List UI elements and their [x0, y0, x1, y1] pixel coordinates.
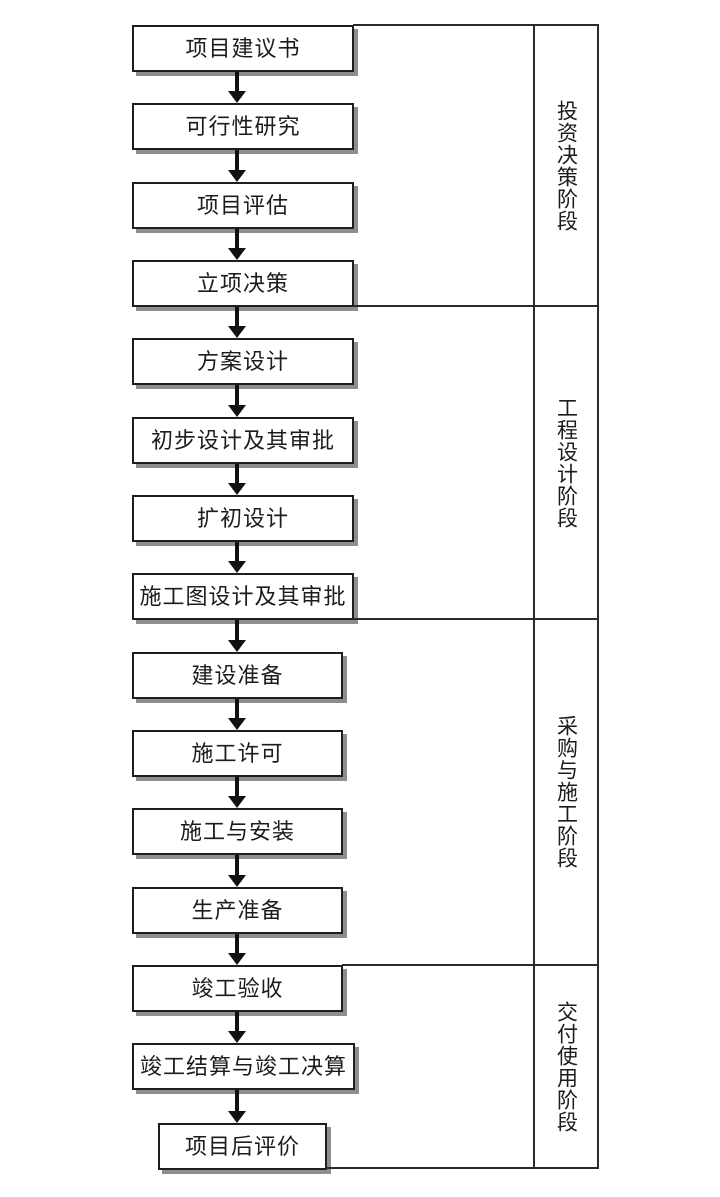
flow-arrow-down-icon	[228, 229, 246, 260]
phase-divider-bottom	[325, 1167, 599, 1169]
flow-arrow-down-icon	[228, 934, 246, 965]
flow-box-label: 竣工结算与竣工决算	[139, 1053, 347, 1079]
flow-box-label: 建设准备	[191, 662, 284, 688]
flow-arrow-down-icon	[228, 72, 246, 103]
flow-box-construction-and-installation: 施工与安装	[132, 808, 343, 855]
phase-label-investment-decision: 投资决策阶段	[533, 26, 599, 305]
flow-box-label: 施工与安装	[179, 818, 295, 844]
flow-box-label: 方案设计	[196, 348, 289, 374]
flow-box-expanded-preliminary-design: 扩初设计	[132, 495, 354, 542]
phase-text: 投资决策阶段	[554, 99, 579, 232]
phase-text: 交付使用阶段	[554, 1000, 579, 1133]
flow-arrow-down-icon	[228, 1090, 246, 1123]
flow-arrow-down-icon	[228, 385, 246, 417]
flow-arrow-down-icon	[228, 1012, 246, 1043]
flow-box-label: 初步设计及其审批	[150, 427, 335, 453]
flow-box-completion-acceptance: 竣工验收	[132, 965, 343, 1012]
phase-text: 工程设计阶段	[554, 396, 579, 529]
flow-box-label: 竣工验收	[191, 975, 284, 1001]
phase-divider-1	[353, 305, 599, 307]
flow-arrow-down-icon	[228, 777, 246, 808]
flow-box-production-preparation: 生产准备	[132, 887, 343, 934]
flow-box-label: 项目后评价	[184, 1133, 300, 1159]
phase-column-right-border	[597, 24, 599, 1169]
flow-box-project-approval-decision: 立项决策	[132, 260, 354, 307]
phase-column-left-border	[533, 24, 535, 1169]
flow-box-label: 可行性研究	[185, 113, 301, 139]
phase-divider-top	[353, 24, 599, 26]
flow-box-label: 项目建议书	[185, 35, 301, 61]
phase-label-procurement-and-construction: 采购与施工阶段	[533, 620, 599, 964]
flow-box-post-project-evaluation: 项目后评价	[158, 1123, 327, 1170]
phase-text: 采购与施工阶段	[554, 715, 579, 869]
flow-arrow-down-icon	[228, 464, 246, 495]
flow-box-construction-drawing-design-and-approval: 施工图设计及其审批	[132, 573, 354, 620]
flow-box-project-evaluation: 项目评估	[132, 182, 354, 229]
flow-box-scheme-design: 方案设计	[132, 338, 354, 385]
flow-arrow-down-icon	[228, 699, 246, 730]
flow-box-label: 项目评估	[196, 192, 289, 218]
flow-box-label: 扩初设计	[196, 505, 289, 531]
flow-box-feasibility-study: 可行性研究	[132, 103, 354, 150]
flow-box-project-proposal: 项目建议书	[132, 25, 354, 72]
phase-label-delivery-and-use: 交付使用阶段	[533, 966, 599, 1167]
flow-box-label: 立项决策	[196, 270, 289, 296]
flow-box-label: 施工许可	[191, 740, 284, 766]
phase-label-engineering-design: 工程设计阶段	[533, 307, 599, 618]
flow-arrow-down-icon	[228, 307, 246, 338]
flow-arrow-down-icon	[228, 542, 246, 573]
flow-arrow-down-icon	[228, 150, 246, 182]
phase-divider-2	[353, 618, 599, 620]
flow-box-label: 生产准备	[191, 897, 284, 923]
flow-box-preliminary-design-and-approval: 初步设计及其审批	[132, 417, 354, 464]
flow-box-label: 施工图设计及其审批	[139, 583, 347, 609]
flow-box-construction-preparation: 建设准备	[132, 652, 343, 699]
flow-box-completion-settlement-and-final-accounts: 竣工结算与竣工决算	[132, 1043, 355, 1090]
flow-arrow-down-icon	[228, 855, 246, 887]
flow-arrow-down-icon	[228, 620, 246, 652]
flow-box-construction-permit: 施工许可	[132, 730, 343, 777]
phase-divider-3	[342, 964, 599, 966]
